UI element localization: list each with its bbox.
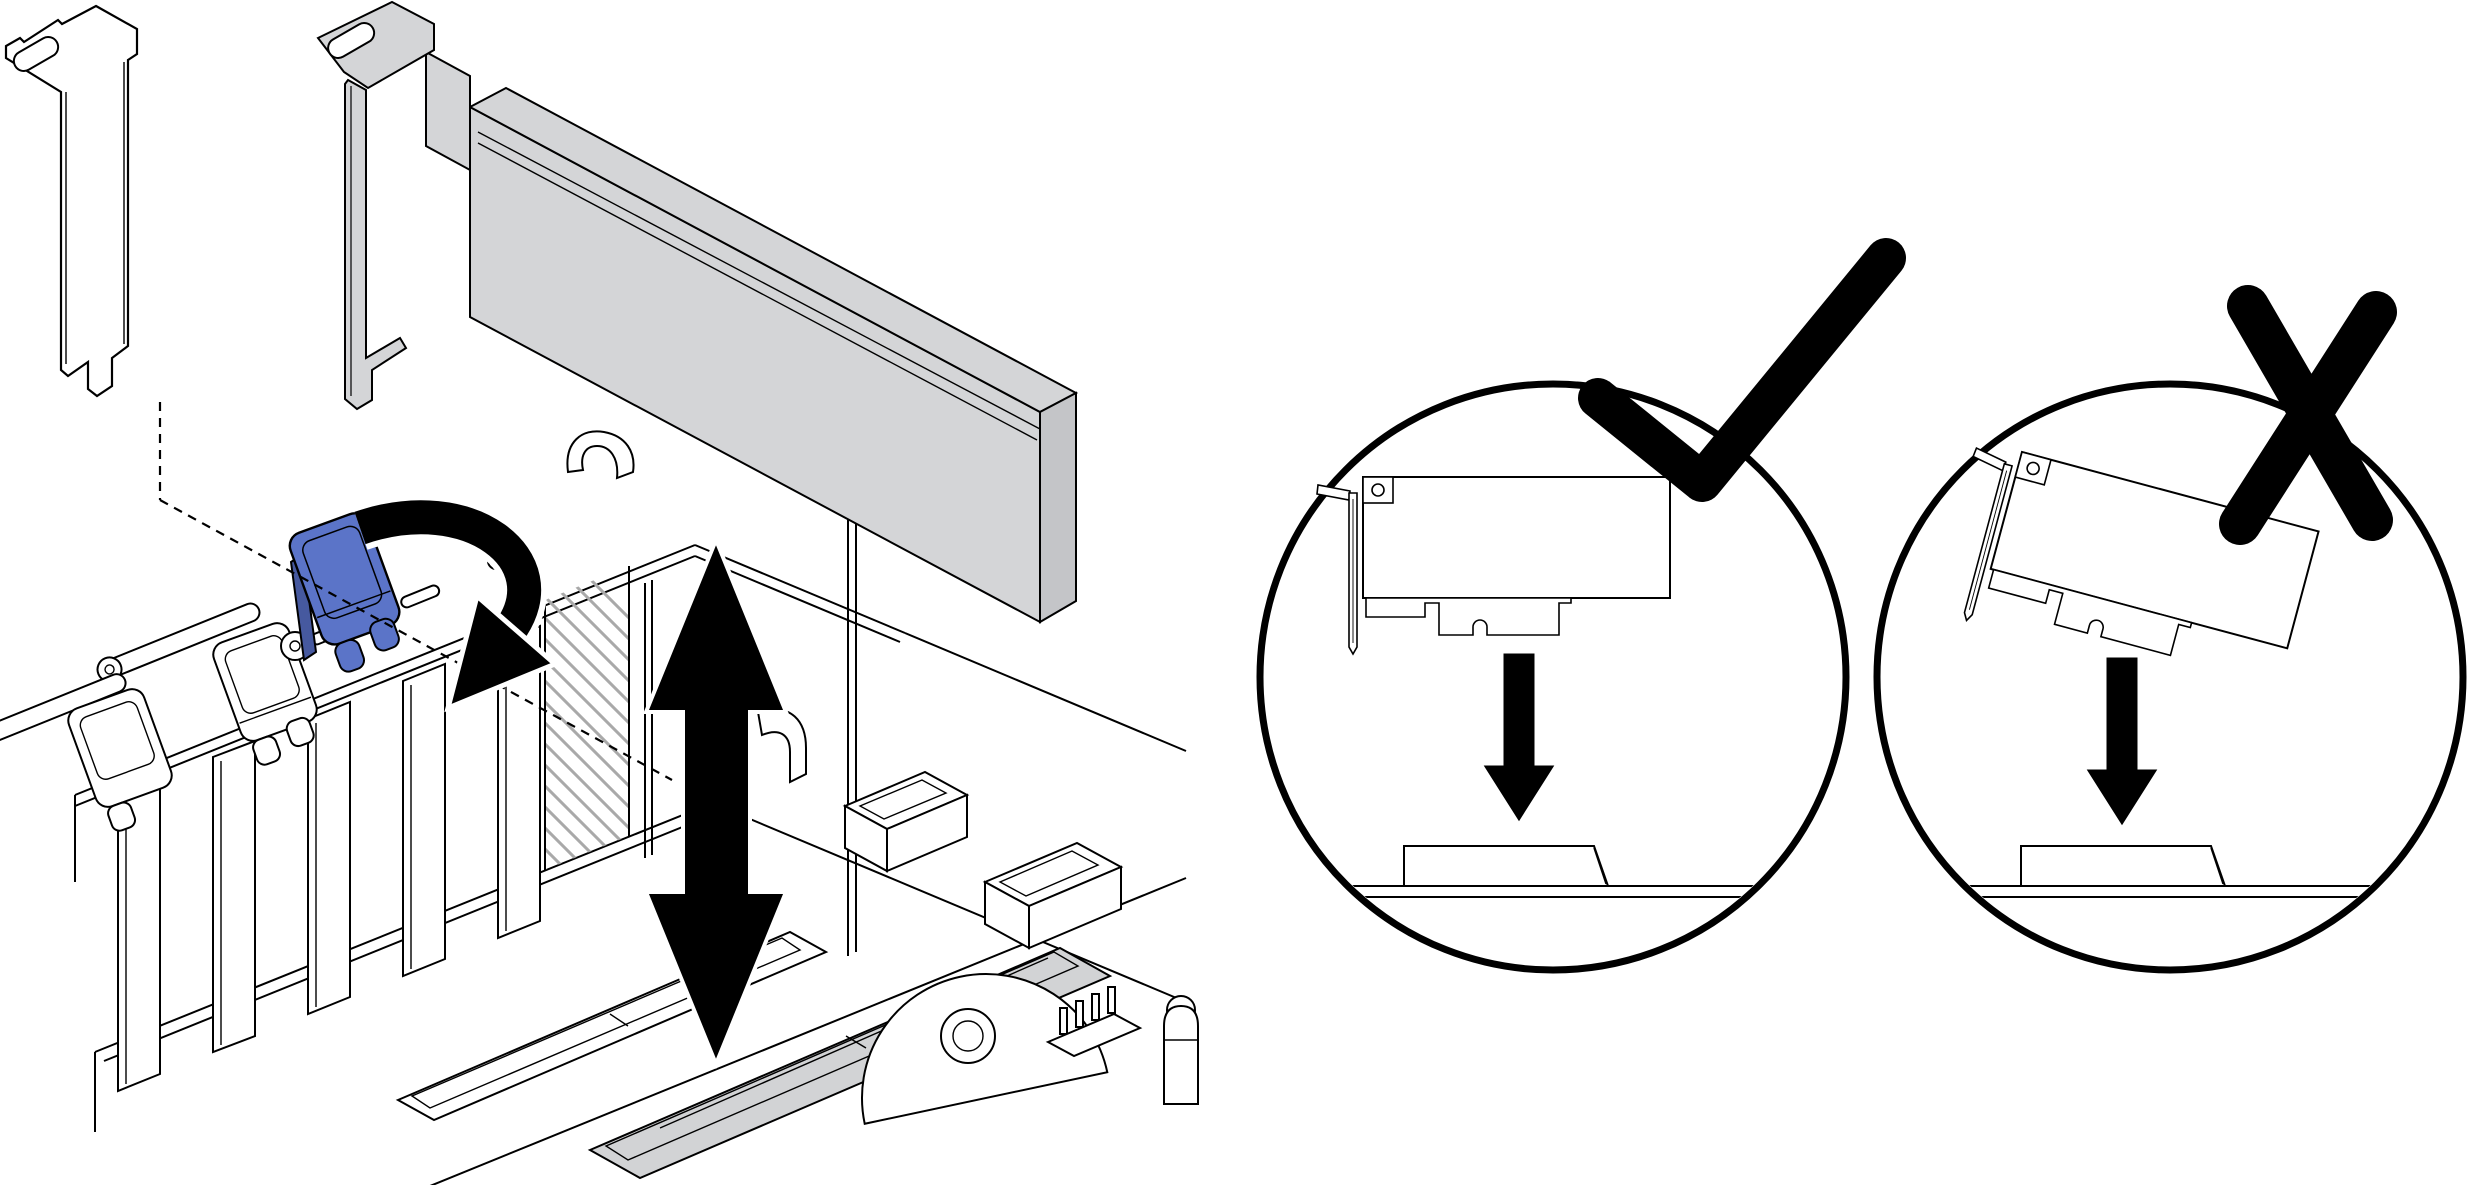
- card-end-face: [1039, 391, 1077, 624]
- white-retention-latch: [67, 688, 173, 832]
- dashed-alignment-line: [158, 402, 673, 781]
- pin-header: [1045, 986, 1143, 1058]
- slot-cover-blanks: [117, 624, 541, 1093]
- rotate-latch-arrow-icon: [352, 494, 560, 713]
- standoff-post: [1163, 995, 1199, 1105]
- latch-row: [0, 602, 318, 832]
- inset-slot: [2020, 845, 2227, 887]
- hatched-vent-panel: [544, 566, 630, 870]
- cage-top-rail: [74, 544, 696, 796]
- inset-correct-installation: [1256, 238, 1906, 974]
- pcie-adapter-card: [316, 0, 1079, 624]
- bracket-notch: [327, 22, 376, 59]
- guide-hook: [566, 430, 635, 480]
- inset-incorrect-installation: [1873, 285, 2467, 974]
- insert-remove-double-arrow-icon: [643, 534, 789, 1070]
- slot-cover: [307, 700, 351, 1016]
- main-illustration: [0, 0, 1199, 1185]
- motherboard-connectors: [395, 770, 1199, 1180]
- connector-box: [982, 841, 1124, 950]
- slot-cover: [212, 739, 256, 1054]
- grommet-icon: [940, 1008, 996, 1064]
- x-icon: [2219, 285, 2397, 545]
- board-edge: [718, 805, 1187, 1003]
- slot-cover: [402, 662, 446, 978]
- vent-slot: [400, 584, 441, 609]
- check-icon: [1578, 238, 1906, 502]
- guide-bracket: [756, 708, 807, 784]
- connector-box: [842, 770, 970, 873]
- latch-rod: [0, 673, 127, 747]
- blank-slot-bracket: [4, 4, 139, 398]
- bracket-notch: [12, 36, 60, 72]
- inset-slot: [1403, 845, 1610, 887]
- adapter-card-bracket: [316, 0, 471, 411]
